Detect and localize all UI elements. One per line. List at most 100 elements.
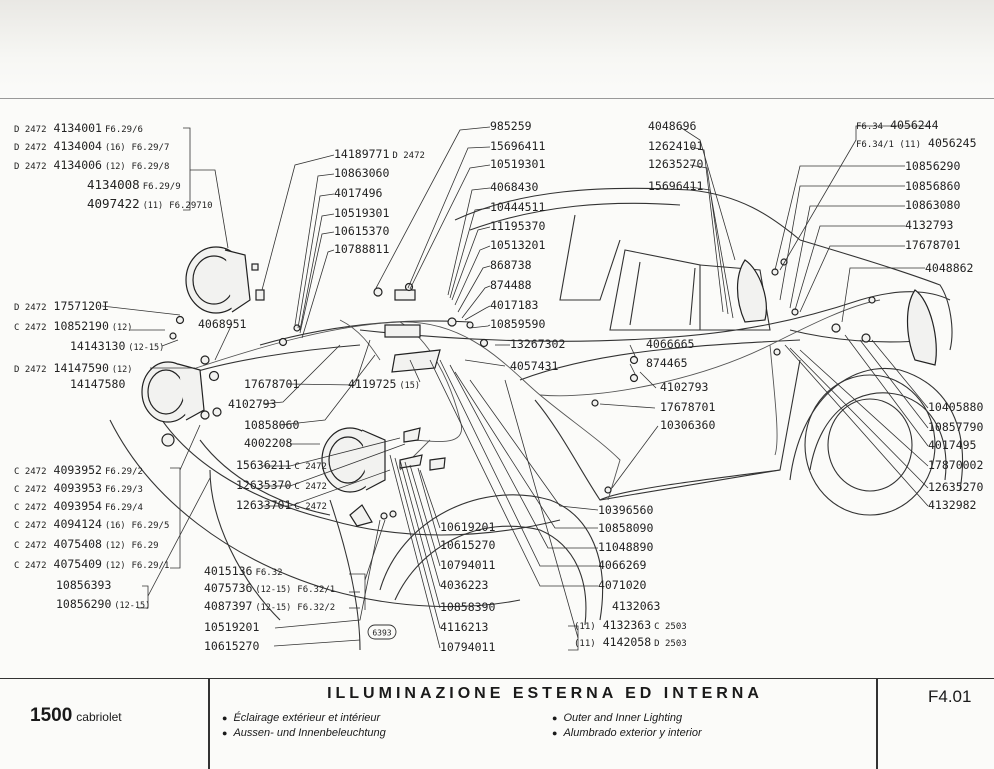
part-qty: (12) xyxy=(111,323,133,333)
part-number: 10858390 xyxy=(440,600,496,614)
part-ref: F6.32/1 xyxy=(297,585,336,595)
part-callout: 4097422(11) F6.29710 xyxy=(87,196,213,212)
part-callout: 4132982 xyxy=(928,499,976,513)
part-callout: F6.34/1 (11)4056245 xyxy=(856,137,977,151)
part-prefix: D 2472 xyxy=(14,143,47,153)
part-number: 4017495 xyxy=(928,438,977,452)
part-number: 10619201 xyxy=(440,520,496,534)
part-ref: F6.29/2 xyxy=(104,467,143,477)
leader-lines xyxy=(101,125,930,651)
part-number: 4093952 xyxy=(53,463,102,477)
part-ref: F6.29/1 xyxy=(131,561,170,571)
part-qty: (12) xyxy=(111,365,133,375)
model-variant: cabriolet xyxy=(76,710,122,724)
part-number: 10396560 xyxy=(598,503,654,517)
part-number: 10857790 xyxy=(928,420,984,434)
part-callout: 10615370 xyxy=(334,225,389,239)
part-prefix: C 2472 xyxy=(14,503,47,513)
part-ref: F6.32 xyxy=(255,568,283,578)
part-ref: F6.29/9 xyxy=(142,182,181,192)
part-callout: 15696411 xyxy=(648,180,703,194)
part-qty: (16) xyxy=(104,521,126,531)
part-ref: C 2472 xyxy=(294,482,327,492)
part-number: 4075408 xyxy=(53,537,102,551)
part-number: 4142058 xyxy=(602,635,652,649)
part-qty: (11) xyxy=(142,201,164,211)
part-number: 17870002 xyxy=(928,458,984,472)
title-de: ●Aussen- und Innenbeleuchtung xyxy=(222,727,386,739)
part-number: 4056244 xyxy=(890,118,939,132)
part-qty: (12-15) xyxy=(255,603,292,613)
part-number: 12624101 xyxy=(648,139,704,153)
part-number: 10852190 xyxy=(53,319,109,333)
part-number: 15696411 xyxy=(648,179,704,193)
part-number: 4132063 xyxy=(612,599,661,613)
part-number: 4134008 xyxy=(87,177,140,192)
part-callout: 10858090 xyxy=(598,522,653,536)
title-fr: ●Éclairage extérieur et intérieur xyxy=(222,712,381,724)
part-callout: 10788811 xyxy=(334,243,389,257)
part-prefix: F6.34/1 (11) xyxy=(856,140,922,150)
part-number: 12633701 xyxy=(236,498,292,512)
part-number: 17678701 xyxy=(244,377,300,391)
part-number: 868738 xyxy=(490,258,532,272)
part-callout: 10519201 xyxy=(204,621,259,635)
part-qty: (12) xyxy=(104,541,126,551)
part-number: 4075409 xyxy=(53,557,102,571)
part-callout: 17678701 xyxy=(244,378,299,392)
part-number: 874465 xyxy=(646,356,688,370)
part-number: 10794011 xyxy=(440,640,496,654)
part-callout: 4087397(12-15)F6.32/2 xyxy=(204,600,335,614)
part-number: 4057431 xyxy=(510,359,559,373)
part-prefix: D 2472 xyxy=(14,365,47,375)
part-callout: 17678701 xyxy=(905,239,960,253)
part-number: 4132982 xyxy=(928,498,977,512)
scan-top-margin xyxy=(0,0,994,98)
part-number: 985259 xyxy=(490,119,532,133)
part-callout: 15696411 xyxy=(490,140,545,154)
part-prefix: C 2472 xyxy=(14,521,47,531)
part-callout: 10615270 xyxy=(440,539,495,553)
part-number: 4075736 xyxy=(204,581,253,595)
part-number: 10513201 xyxy=(490,238,546,252)
part-number: 14147590 xyxy=(53,361,109,375)
part-number: 13267302 xyxy=(510,337,566,351)
part-number: 10405880 xyxy=(928,400,984,414)
part-number: 4015136 xyxy=(204,564,253,578)
title-es: ●Alumbrado exterior y interior xyxy=(552,727,702,739)
part-ref: F6.29710 xyxy=(169,201,213,211)
part-ref: D 2503 xyxy=(654,639,687,649)
part-number: 4017183 xyxy=(490,298,539,312)
part-prefix: C 2472 xyxy=(14,485,47,495)
part-qty: (12-15) xyxy=(128,343,165,353)
part-callout: 14143130(12-15) xyxy=(70,340,167,354)
part-callout: 985259 xyxy=(490,120,532,134)
part-number: 4102793 xyxy=(660,380,709,394)
part-callout: 10405880 xyxy=(928,401,983,415)
part-number: 10788811 xyxy=(334,242,390,256)
part-callout: 10306360 xyxy=(660,419,715,433)
part-number: 4097422 xyxy=(87,196,140,211)
part-number: 14147580 xyxy=(70,377,126,391)
part-callout: 10856290 xyxy=(905,160,960,174)
part-callout: 4017495 xyxy=(928,439,976,453)
part-qty: (12-15) xyxy=(255,585,292,595)
part-number: 17678701 xyxy=(905,238,961,252)
part-number: 4093953 xyxy=(53,481,102,495)
part-ref: C 2472 xyxy=(294,462,327,472)
sheet-title: ILLUMINAZIONE ESTERNA ED INTERNA xyxy=(327,685,763,702)
part-callout: 10856393 xyxy=(56,579,111,593)
part-number: 10856290 xyxy=(905,159,961,173)
part-callout: 4068430 xyxy=(490,181,538,195)
